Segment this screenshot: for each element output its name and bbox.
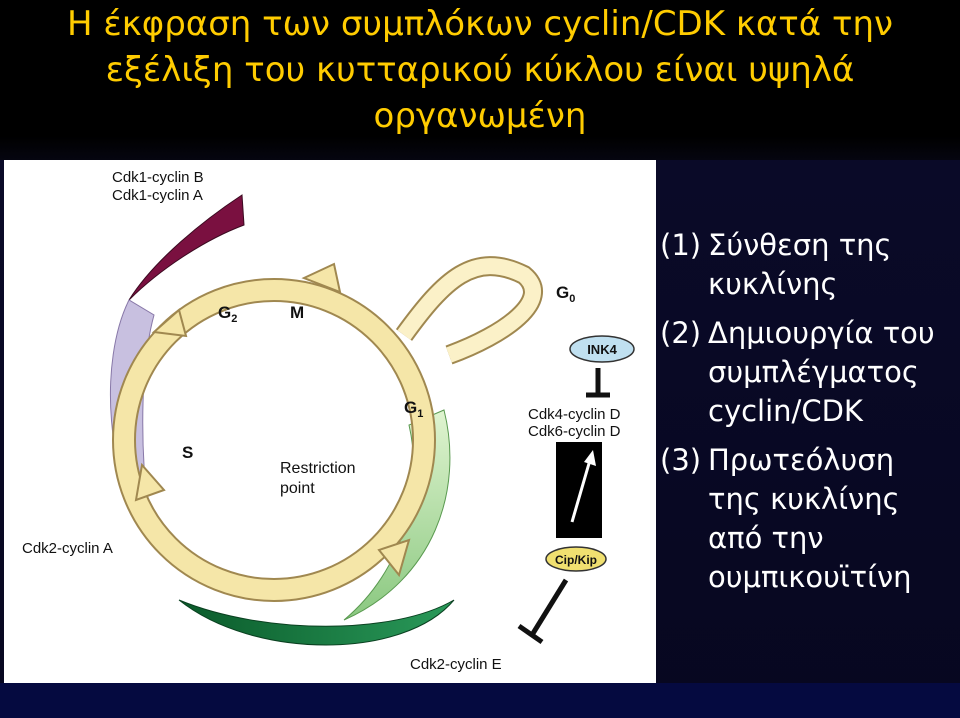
restriction-point-line1: Restriction: [280, 460, 356, 477]
ink4-oval: [569, 335, 635, 363]
step-number: (2): [660, 316, 702, 350]
steps-list: (1) Σύνθεση της κυκλίνης (2) Δημιουργία …: [660, 226, 956, 607]
slide-title-area: Η έκφραση των συμπλόκων cyclin/CDK κατά …: [0, 0, 960, 160]
restriction-point-line2: point: [280, 480, 315, 497]
s-segment-arrow: [134, 462, 166, 502]
label-cdk1-b: Cdk1-cyclin B: [112, 169, 204, 186]
label-cdk2-e: Cdk2-cyclin E: [410, 656, 502, 673]
title-line-2: εξέλιξη του κυτταρικού κύκλου είναι υψηλ…: [105, 50, 855, 90]
label-cdk6-d: Cdk6-cyclin D: [528, 423, 621, 440]
step-item: (3) Πρωτεόλυση της κυκλίνης από την ουμπ…: [660, 441, 956, 597]
title-line-3: οργανωμένη: [373, 96, 587, 136]
step-item: (2) Δημιουργία του συμπλέγματος cyclin/C…: [660, 314, 956, 431]
step-text: Σύνθεση της κυκλίνης: [708, 228, 892, 301]
cipkip-label: Cip/Kip: [555, 553, 597, 567]
step-number: (1): [660, 228, 702, 262]
cipkip-arrow-box: [556, 442, 602, 538]
m-arrow: [301, 262, 342, 294]
label-cdk2-a: Cdk2-cyclin A: [22, 540, 113, 557]
label-s: S: [182, 443, 193, 462]
step-text: Πρωτεόλυση της κυκλίνης από την ουμπικου…: [708, 443, 912, 594]
cell-cycle-diagram: G2 M G1 G0 S Restriction point Cdk1-cycl…: [22, 169, 635, 673]
label-g2: G2: [218, 303, 237, 325]
step-text: Δημιουργία του συμπλέγματος cyclin/CDK: [708, 316, 935, 428]
g2-segment-arrow: [151, 308, 188, 338]
label-g0: G0: [556, 283, 575, 305]
title-line-1: Η έκφραση των συμπλόκων cyclin/CDK κατά …: [67, 4, 893, 44]
cell-cycle-figure: G2 M G1 G0 S Restriction point Cdk1-cycl…: [4, 160, 656, 683]
bottom-bar: [0, 683, 960, 718]
step-number: (3): [660, 443, 702, 477]
cdk2e-arc: [178, 599, 455, 646]
cipkip-inhibitor-stem: [529, 578, 569, 637]
ink4-label: INK4: [587, 342, 617, 357]
cdk1-arc: [128, 194, 245, 301]
cipkip-up-arrow: [570, 459, 592, 523]
label-m: M: [290, 303, 304, 322]
cipkip-oval: [545, 546, 607, 572]
cipkip-inhibitor-bar: [517, 623, 544, 645]
step-item: (1) Σύνθεση της κυκλίνης: [660, 226, 956, 304]
g1-arrow: [377, 538, 411, 578]
label-cdk1-a: Cdk1-cyclin A: [112, 187, 203, 204]
label-cdk4-d: Cdk4-cyclin D: [528, 406, 621, 423]
label-g1: G1: [404, 398, 423, 420]
